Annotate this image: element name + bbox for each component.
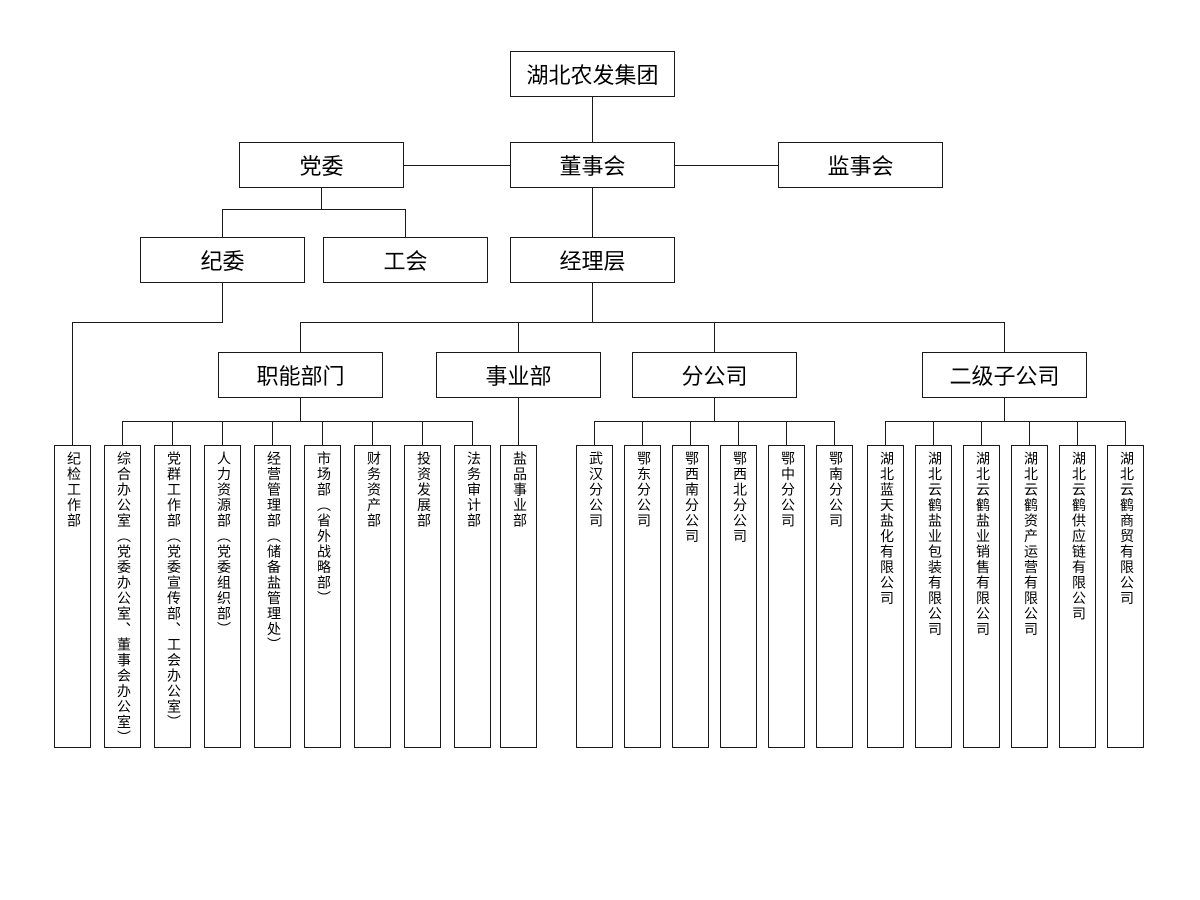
node-exibei-branch: 鄂西北分公司 bbox=[720, 445, 757, 748]
node-supervisory-board: 监事会 bbox=[778, 142, 943, 188]
node-wuhan-branch: 武汉分公司 bbox=[576, 445, 613, 748]
connector-management-bus bbox=[300, 283, 1005, 352]
node-subsidiaries: 二级子公司 bbox=[922, 352, 1087, 398]
node-yunhe-sales: 湖北云鹤盐业销售有限公司 bbox=[963, 445, 1000, 748]
node-ezhong-branch: 鄂中分公司 bbox=[768, 445, 805, 748]
node-finance-asset-dept: 财务资产部 bbox=[354, 445, 391, 748]
node-lantian-salt-chemical: 湖北蓝天盐化有限公司 bbox=[867, 445, 904, 748]
node-yunhe-supply-chain: 湖北云鹤供应链有限公司 bbox=[1059, 445, 1096, 748]
node-salt-business-division: 盐品事业部 bbox=[500, 445, 537, 748]
node-party-mass-work-dept: 党群工作部（党委宣传部、工会办公室） bbox=[154, 445, 191, 748]
node-functional-departments: 职能部门 bbox=[218, 352, 383, 398]
connector-party-fork bbox=[222, 188, 406, 237]
node-investment-dev-dept: 投资发展部 bbox=[404, 445, 441, 748]
node-party-committee: 党委 bbox=[239, 142, 404, 188]
node-hr-dept: 人力资源部（党委组织部） bbox=[204, 445, 241, 748]
node-general-office: 综合办公室（党委办公室、董事会办公室） bbox=[104, 445, 141, 748]
node-hubei-agri-group: 湖北农发集团 bbox=[510, 51, 675, 97]
node-discipline-committee: 纪委 bbox=[140, 237, 305, 283]
node-discipline-work-dept: 纪检工作部 bbox=[54, 445, 91, 748]
node-branch-companies: 分公司 bbox=[632, 352, 797, 398]
connector-subsidiaries-bus bbox=[885, 398, 1126, 445]
connector-functional-bus bbox=[122, 398, 473, 445]
connector-branches-bus bbox=[594, 398, 835, 445]
node-board-of-directors: 董事会 bbox=[510, 142, 675, 188]
node-yunhe-asset-operation: 湖北云鹤资产运营有限公司 bbox=[1011, 445, 1048, 748]
node-marketing-dept: 市场部（省外战略部） bbox=[304, 445, 341, 748]
node-operation-mgmt-dept: 经营管理部（储备盐管理处） bbox=[254, 445, 291, 748]
node-yunhe-packaging: 湖北云鹤盐业包装有限公司 bbox=[915, 445, 952, 748]
node-legal-audit-dept: 法务审计部 bbox=[454, 445, 491, 748]
node-labor-union: 工会 bbox=[323, 237, 488, 283]
node-management-team: 经理层 bbox=[510, 237, 675, 283]
node-yunhe-trading: 湖北云鹤商贸有限公司 bbox=[1107, 445, 1144, 748]
connector-discipline-branch bbox=[72, 283, 223, 445]
node-enan-branch: 鄂南分公司 bbox=[816, 445, 853, 748]
node-business-divisions: 事业部 bbox=[436, 352, 601, 398]
node-exinan-branch: 鄂西南分公司 bbox=[672, 445, 709, 748]
node-edong-branch: 鄂东分公司 bbox=[624, 445, 661, 748]
